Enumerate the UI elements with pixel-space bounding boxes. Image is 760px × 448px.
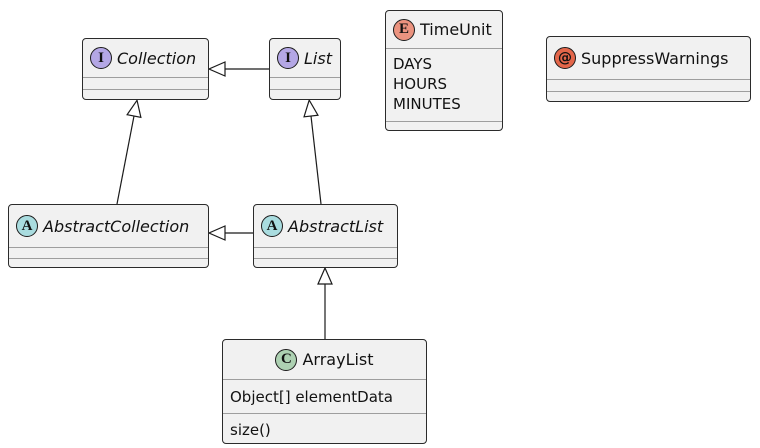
enum-value: HOURS: [393, 75, 448, 93]
abstract-icon: A: [16, 215, 38, 237]
class-name: SuppressWarnings: [581, 48, 729, 68]
interface-icon: I: [90, 47, 112, 69]
fields-section: [254, 247, 397, 258]
method-size: size(): [223, 413, 426, 445]
fields-section: [9, 247, 208, 258]
list-header: I List: [270, 39, 340, 77]
enum-box-timeunit: E TimeUnit DAYS HOURS MINUTES: [385, 10, 503, 131]
class-name: Collection: [117, 48, 197, 68]
enum-icon: E: [393, 18, 415, 41]
arrow-abstractlist-to-list: [303, 98, 322, 205]
abstract-class-box-abstractlist: A AbstractList: [253, 204, 398, 268]
methods-section: [270, 89, 340, 100]
enum-values-section: DAYS HOURS MINUTES: [386, 48, 502, 121]
methods-section: [83, 89, 208, 100]
methods-section: [254, 258, 397, 269]
interface-icon: I: [277, 47, 299, 69]
field-elementdata: Object[] elementData: [223, 379, 426, 413]
fields-section: [270, 77, 340, 89]
fields-section: [547, 79, 750, 91]
class-icon: C: [275, 348, 298, 371]
class-name: List: [304, 48, 332, 68]
annotation-box-suppresswarnings: @ SuppressWarnings: [546, 36, 751, 102]
timeunit-header: E TimeUnit: [386, 11, 502, 48]
enum-value: MINUTES: [393, 95, 461, 113]
class-name: AbstractCollection: [43, 216, 190, 236]
class-box-arraylist: C ArrayList Object[] elementData size(): [222, 339, 427, 444]
annotation-icon: @: [554, 47, 576, 69]
arrow-abstractcollection-to-collection: [116, 98, 142, 205]
suppresswarnings-header: @ SuppressWarnings: [547, 37, 750, 79]
class-name: TimeUnit: [420, 20, 492, 39]
class-name: ArrayList: [302, 350, 374, 369]
abstractlist-header: A AbstractList: [254, 205, 397, 247]
abstractcollection-header: A AbstractCollection: [9, 205, 208, 247]
methods-section: [9, 258, 208, 269]
class-box-collection: I Collection: [82, 38, 209, 100]
methods-section: [547, 91, 750, 103]
fields-section: [83, 77, 208, 89]
abstract-icon: A: [261, 215, 283, 237]
enum-value: DAYS: [393, 55, 433, 73]
methods-section: [386, 121, 502, 132]
arraylist-header: C ArrayList: [223, 340, 426, 379]
abstract-class-box-abstractcollection: A AbstractCollection: [8, 204, 209, 268]
class-box-list: I List: [269, 38, 341, 100]
class-name: AbstractList: [288, 216, 384, 236]
collection-header: I Collection: [83, 39, 208, 77]
